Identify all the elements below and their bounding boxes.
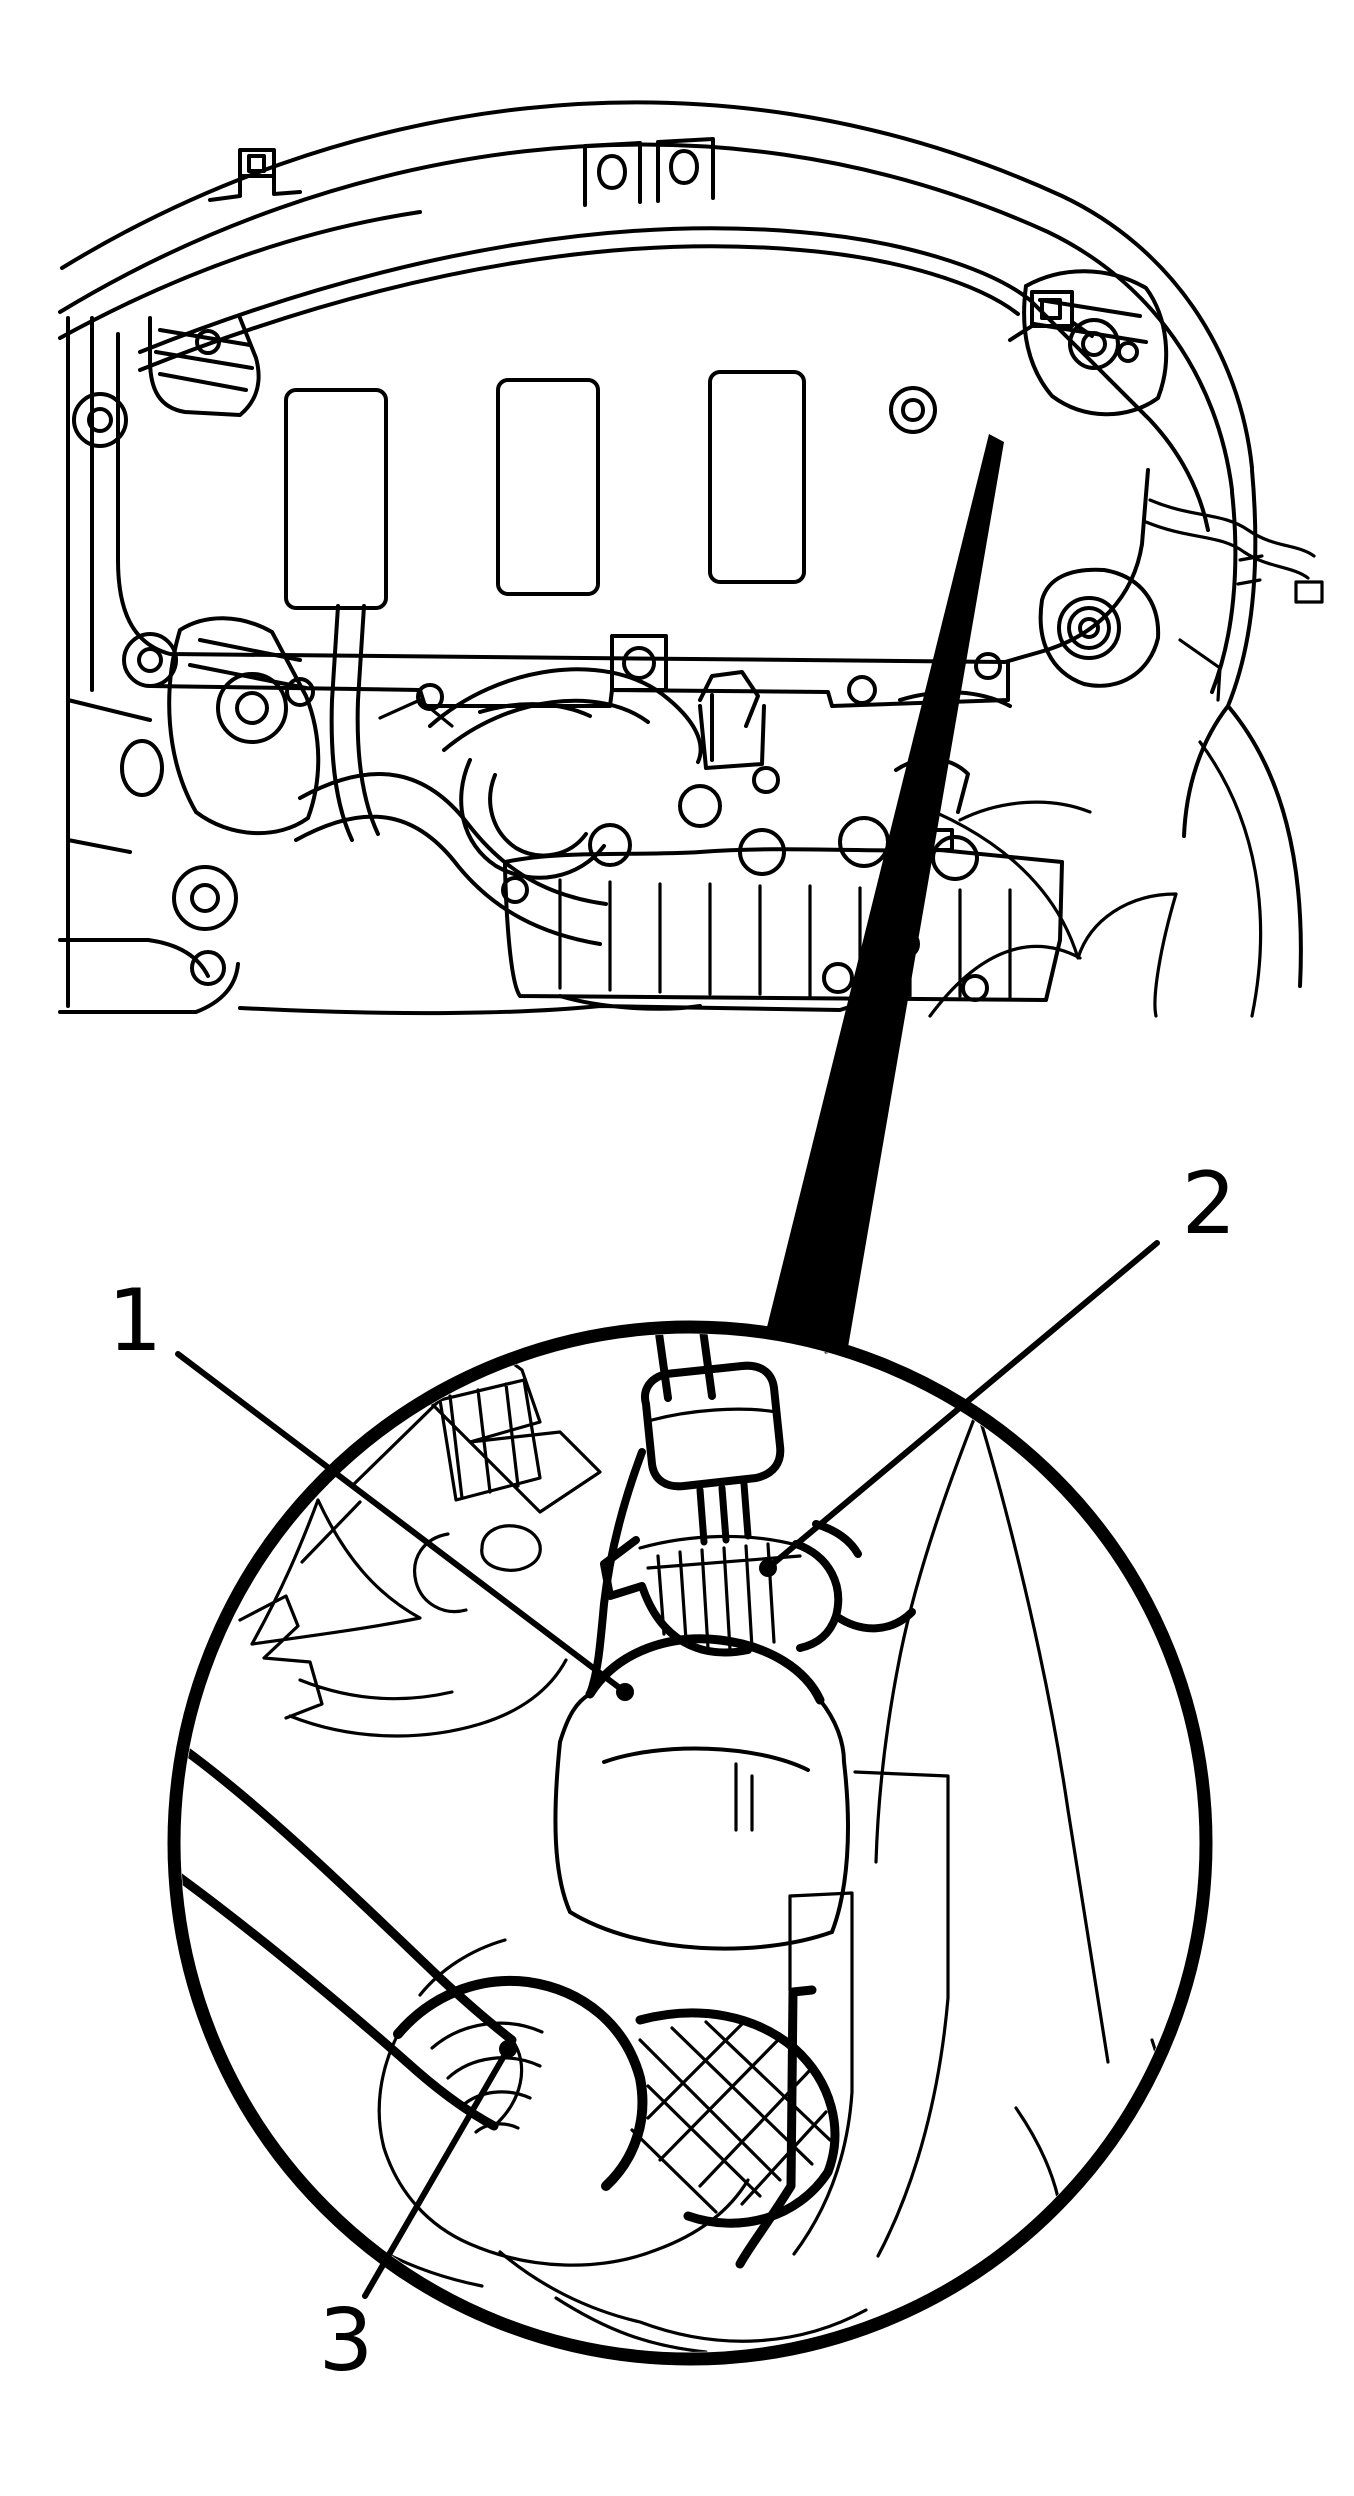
wiring-harness bbox=[1144, 498, 1324, 702]
bottom-structure-lines bbox=[498, 2250, 868, 2352]
harness-connector bbox=[641, 1361, 785, 1491]
small-rivet bbox=[1117, 341, 1139, 363]
oil-pan-bolt bbox=[501, 876, 529, 904]
coolant-hoses bbox=[294, 604, 703, 946]
sensor-dome bbox=[585, 1634, 825, 1705]
callout-2: 2 bbox=[759, 1154, 1236, 1577]
callout-3-leader-line bbox=[362, 2046, 511, 2299]
panel-slot-2 bbox=[496, 378, 600, 596]
oil-pan-ribs bbox=[558, 878, 1012, 1000]
connector-wires bbox=[696, 1480, 752, 1546]
engine-bay-overview-drawing bbox=[58, 100, 1324, 1018]
clip-brackets bbox=[208, 148, 1094, 342]
support-bar bbox=[138, 137, 1210, 532]
sensor-harness-cable bbox=[652, 1334, 716, 1402]
left-mount-bracket bbox=[167, 616, 321, 835]
callout-1: 1 bbox=[108, 1271, 634, 1701]
port-collar bbox=[635, 2008, 840, 2228]
retainer-hatching bbox=[638, 1534, 802, 1652]
detail-view bbox=[167, 1320, 1213, 2366]
port-outline bbox=[298, 1938, 750, 2288]
callouts: 1 2 3 bbox=[108, 1154, 1237, 2391]
callout-3: 3 bbox=[319, 2040, 517, 2391]
callout-2-leader-dot bbox=[759, 1559, 777, 1577]
connector-cap-line bbox=[650, 1407, 778, 1422]
port-collar-hatching bbox=[630, 2020, 832, 2214]
oil-pan bbox=[503, 847, 1064, 1002]
callout-1-leader-line bbox=[175, 1351, 628, 1695]
panel-slot-1 bbox=[284, 388, 388, 610]
bracket-edge-thick bbox=[735, 1985, 817, 2269]
callout-2-leader-line bbox=[765, 1240, 1160, 1571]
left-top-bolt bbox=[195, 329, 221, 355]
sensor-port-inner-rings bbox=[430, 2021, 544, 2134]
bumper-arcs bbox=[58, 100, 1254, 492]
panel-edge-bolt bbox=[889, 386, 937, 434]
left-column-bolts bbox=[72, 392, 238, 931]
idler-bolt bbox=[1038, 567, 1161, 688]
crossmember-bolts bbox=[190, 930, 989, 1002]
engine-bolt-row bbox=[588, 766, 979, 881]
sensor-body bbox=[553, 1692, 850, 1951]
left-frame-rails bbox=[66, 316, 152, 1008]
pulley-arcs bbox=[459, 758, 606, 880]
subframe-curves bbox=[378, 698, 1263, 1018]
callout-1-leader-dot bbox=[616, 1683, 634, 1701]
callout-1-label: 1 bbox=[108, 1271, 163, 1371]
magnifier-circle bbox=[167, 1320, 1213, 2366]
right-mount-bolt bbox=[1068, 318, 1120, 370]
panel-center-bolt-hole bbox=[622, 646, 656, 680]
bottom-crossmember bbox=[58, 938, 900, 1016]
magnifier-pointer-wedge bbox=[766, 434, 1004, 1353]
callout-3-leader-dot bbox=[499, 2040, 517, 2058]
sensor-port-outer-ring bbox=[393, 1976, 648, 2191]
support-bar-holes bbox=[597, 149, 699, 190]
panel-slot-3 bbox=[708, 370, 806, 584]
left-mount-bolt bbox=[216, 672, 288, 744]
left-top-bracket bbox=[148, 316, 261, 417]
callout-2-label: 2 bbox=[1182, 1154, 1237, 1254]
callout-3-label: 3 bbox=[319, 2291, 374, 2391]
fender-lines bbox=[1182, 468, 1303, 988]
